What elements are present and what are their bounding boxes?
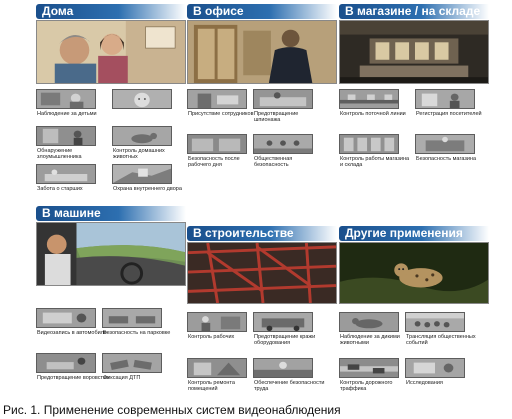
thumb-label: Предотвращение шпионажа <box>254 111 299 124</box>
thumb-pets <box>112 126 172 146</box>
thumb-espionage <box>253 89 313 109</box>
thumb-traffic <box>339 358 399 378</box>
main-illustration-other <box>339 242 489 304</box>
panel-home: Дома Наблюдение за детьми Обнаружени <box>36 4 186 198</box>
thumb-label: Контроль рабочих <box>188 334 235 340</box>
thumb-label: Безопасность после рабочего дня <box>188 156 240 169</box>
thumb-parking <box>102 308 162 328</box>
main-illustration-shop <box>339 20 489 84</box>
thumb-after-hours <box>187 134 247 154</box>
thumb-label: Охрана внутреннего двора <box>113 186 182 192</box>
thumb-events <box>405 312 465 332</box>
thumb-production-line <box>339 89 399 109</box>
thumb-renovation <box>187 358 247 378</box>
thumb-label: Безопасность на парковке <box>103 330 171 336</box>
thumb-label: Контроль дорожного траффика <box>340 380 393 393</box>
panel-title: В офисе <box>187 4 337 19</box>
thumb-label: Контроль ремонта помещений <box>188 380 235 393</box>
main-illustration-construction <box>187 242 337 304</box>
thumb-baby-face <box>112 89 172 109</box>
thumb-label: Контроль домашних животных <box>113 148 165 161</box>
thumb-label: Трансляция общественных событий <box>406 334 476 347</box>
thumb-label: Регистрация посетителей <box>416 111 482 117</box>
panel-title: В машине <box>36 206 186 221</box>
thumb-children-monitoring <box>36 89 96 109</box>
main-illustration-home <box>36 20 186 84</box>
thumb-label: Предотвращение кражи оборудования <box>254 334 316 347</box>
panel-office: В офисе Присутствие сотрудников Предотвр… <box>187 4 337 198</box>
thumb-label: Исследования <box>406 380 443 386</box>
thumb-label: Фиксация ДТП <box>103 375 141 381</box>
thumb-label: Безопасность магазина <box>416 156 477 162</box>
thumb-workers <box>187 312 247 332</box>
thumb-visitors <box>415 89 475 109</box>
thumb-intruder <box>36 126 96 146</box>
thumb-label: Наблюдение за дикими животными <box>340 334 400 347</box>
thumb-label: Наблюдение за детьми <box>37 111 97 117</box>
thumb-label: Обеспечение безопасности труда <box>254 380 325 393</box>
panel-title: Дома <box>36 4 186 19</box>
thumb-research <box>405 358 465 378</box>
thumb-theft <box>36 353 96 373</box>
thumb-work-safety <box>253 358 313 378</box>
thumb-warehouse <box>339 134 399 154</box>
thumb-label: Видеозапись в автомобиле <box>37 330 107 336</box>
thumb-public-safety <box>253 134 313 154</box>
thumb-label: Общественная безопасность <box>254 156 293 169</box>
thumb-label: Забота о старших <box>37 186 83 192</box>
thumb-shop-security <box>415 134 475 154</box>
thumb-equipment <box>253 312 313 332</box>
thumb-label: Контроль поточной линии <box>340 111 406 117</box>
panel-shop: В магазине / на складе Контроль поточной… <box>339 4 489 198</box>
thumb-staff-presence <box>187 89 247 109</box>
thumb-accident <box>102 353 162 373</box>
thumb-in-car-video <box>36 308 96 328</box>
thumb-label: Контроль работы магазина и склада <box>340 156 410 169</box>
thumb-label: Обнаружение злоумышленника <box>37 148 82 161</box>
panel-construction: В строительстве Контроль рабочих <box>187 226 337 419</box>
thumb-wildlife <box>339 312 399 332</box>
thumb-label: Присутствие сотрудников <box>188 111 254 117</box>
panel-title: В магазине / на складе <box>339 4 489 19</box>
panel-title: В строительстве <box>187 226 337 241</box>
figure-caption: Рис. 1. Применение современных систем ви… <box>3 403 341 417</box>
panel-other: Другие применения Наблюдение за дикими ж… <box>339 226 489 419</box>
panel-title: Другие применения <box>339 226 489 241</box>
panel-car: В машине Видеозапись в автомобиле Безопа… <box>36 206 186 400</box>
thumb-elderly-care <box>36 164 96 184</box>
thumb-label: Предотвращение воровства <box>37 375 109 381</box>
figure: Дома Наблюдение за детьми Обнаружени <box>2 2 510 400</box>
main-illustration-office <box>187 20 337 84</box>
main-illustration-car <box>36 222 186 286</box>
thumb-courtyard <box>112 164 172 184</box>
